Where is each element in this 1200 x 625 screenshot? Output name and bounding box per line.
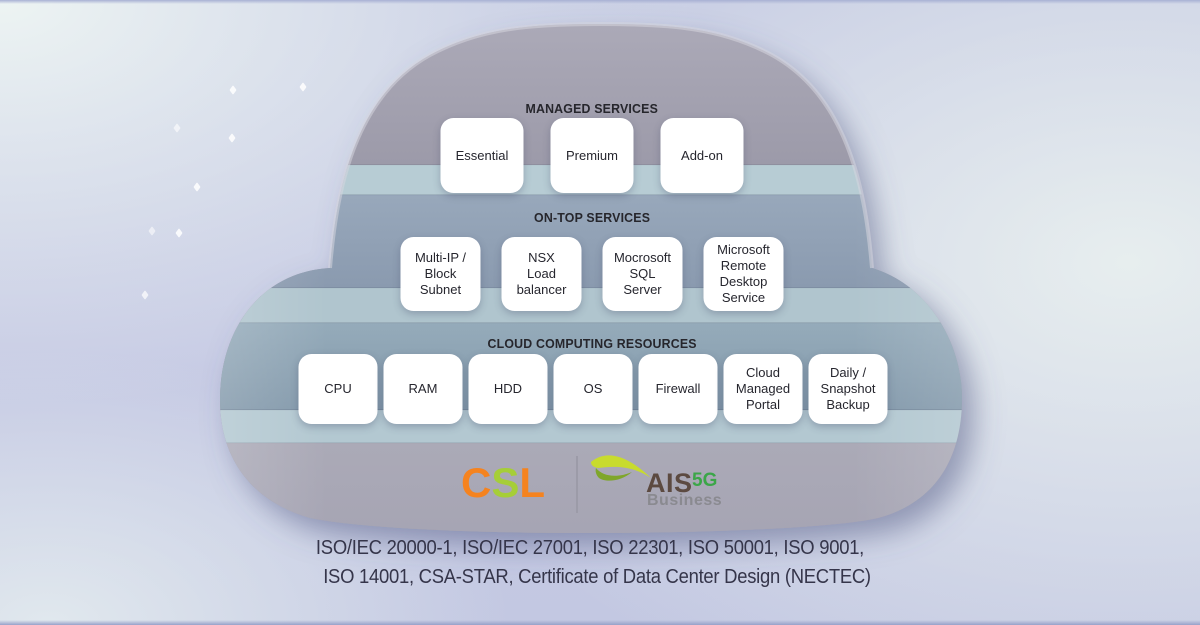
resource-box-daily-snapshot-backup: Daily / Snapshot Backup	[808, 354, 888, 424]
resource-box-firewall: Firewall	[638, 354, 718, 424]
csl-letter-s: S	[491, 459, 520, 506]
csl-logo: CSL	[461, 462, 545, 504]
service-box-sql-server: Mocrosoft SQL Server	[602, 237, 683, 311]
resource-box-os: OS	[553, 354, 633, 424]
service-box-multi-ip-block-subnet: Multi-IP / Block Subnet	[400, 237, 481, 311]
certifications-line-2: ISO 14001, CSA-STAR, Certificate of Data…	[323, 565, 871, 588]
cloud-computing-resources-title: CLOUD COMPUTING RESOURCES	[487, 336, 697, 351]
resource-box-ram: RAM	[383, 354, 463, 424]
ontop-services-row: Multi-IP / Block Subnet NSX Load balance…	[400, 237, 784, 311]
dome-rim-highlight	[328, 21, 874, 269]
ais-logo-text: AIS	[646, 468, 693, 498]
certifications-line-1: ISO/IEC 20000-1, ISO/IEC 27001, ISO 2230…	[315, 536, 865, 559]
resource-box-cpu: CPU	[298, 354, 378, 424]
cloud-computing-resources-row: CPU RAM HDD OS Firewall Cloud Managed Po…	[298, 354, 888, 424]
service-box-addon: Add-on	[660, 118, 744, 193]
ais-swoosh-icon	[591, 455, 651, 481]
ais-business-label: Business	[647, 492, 723, 509]
managed-services-row: Essential Premium Add-on	[440, 118, 744, 193]
service-box-essential: Essential	[440, 118, 524, 193]
logo-divider	[576, 456, 578, 513]
resource-box-hdd: HDD	[468, 354, 548, 424]
managed-services-title: MANAGED SERVICES	[525, 101, 659, 116]
bottom-edge-strip	[0, 620, 1200, 625]
csl-letter-l: L	[519, 459, 546, 506]
service-box-nsx-load-balancer: NSX Load balancer	[501, 237, 582, 311]
service-box-premium: Premium	[550, 118, 634, 193]
service-box-remote-desktop: Microsoft Remote Desktop Service	[703, 237, 784, 311]
resource-box-cloud-managed-portal: Cloud Managed Portal	[723, 354, 803, 424]
top-edge-strip	[0, 0, 1200, 4]
csl-letter-c: C	[461, 459, 492, 506]
ontop-services-title: ON-TOP SERVICES	[533, 210, 651, 225]
ais-5g-badge: 5G	[692, 470, 718, 491]
